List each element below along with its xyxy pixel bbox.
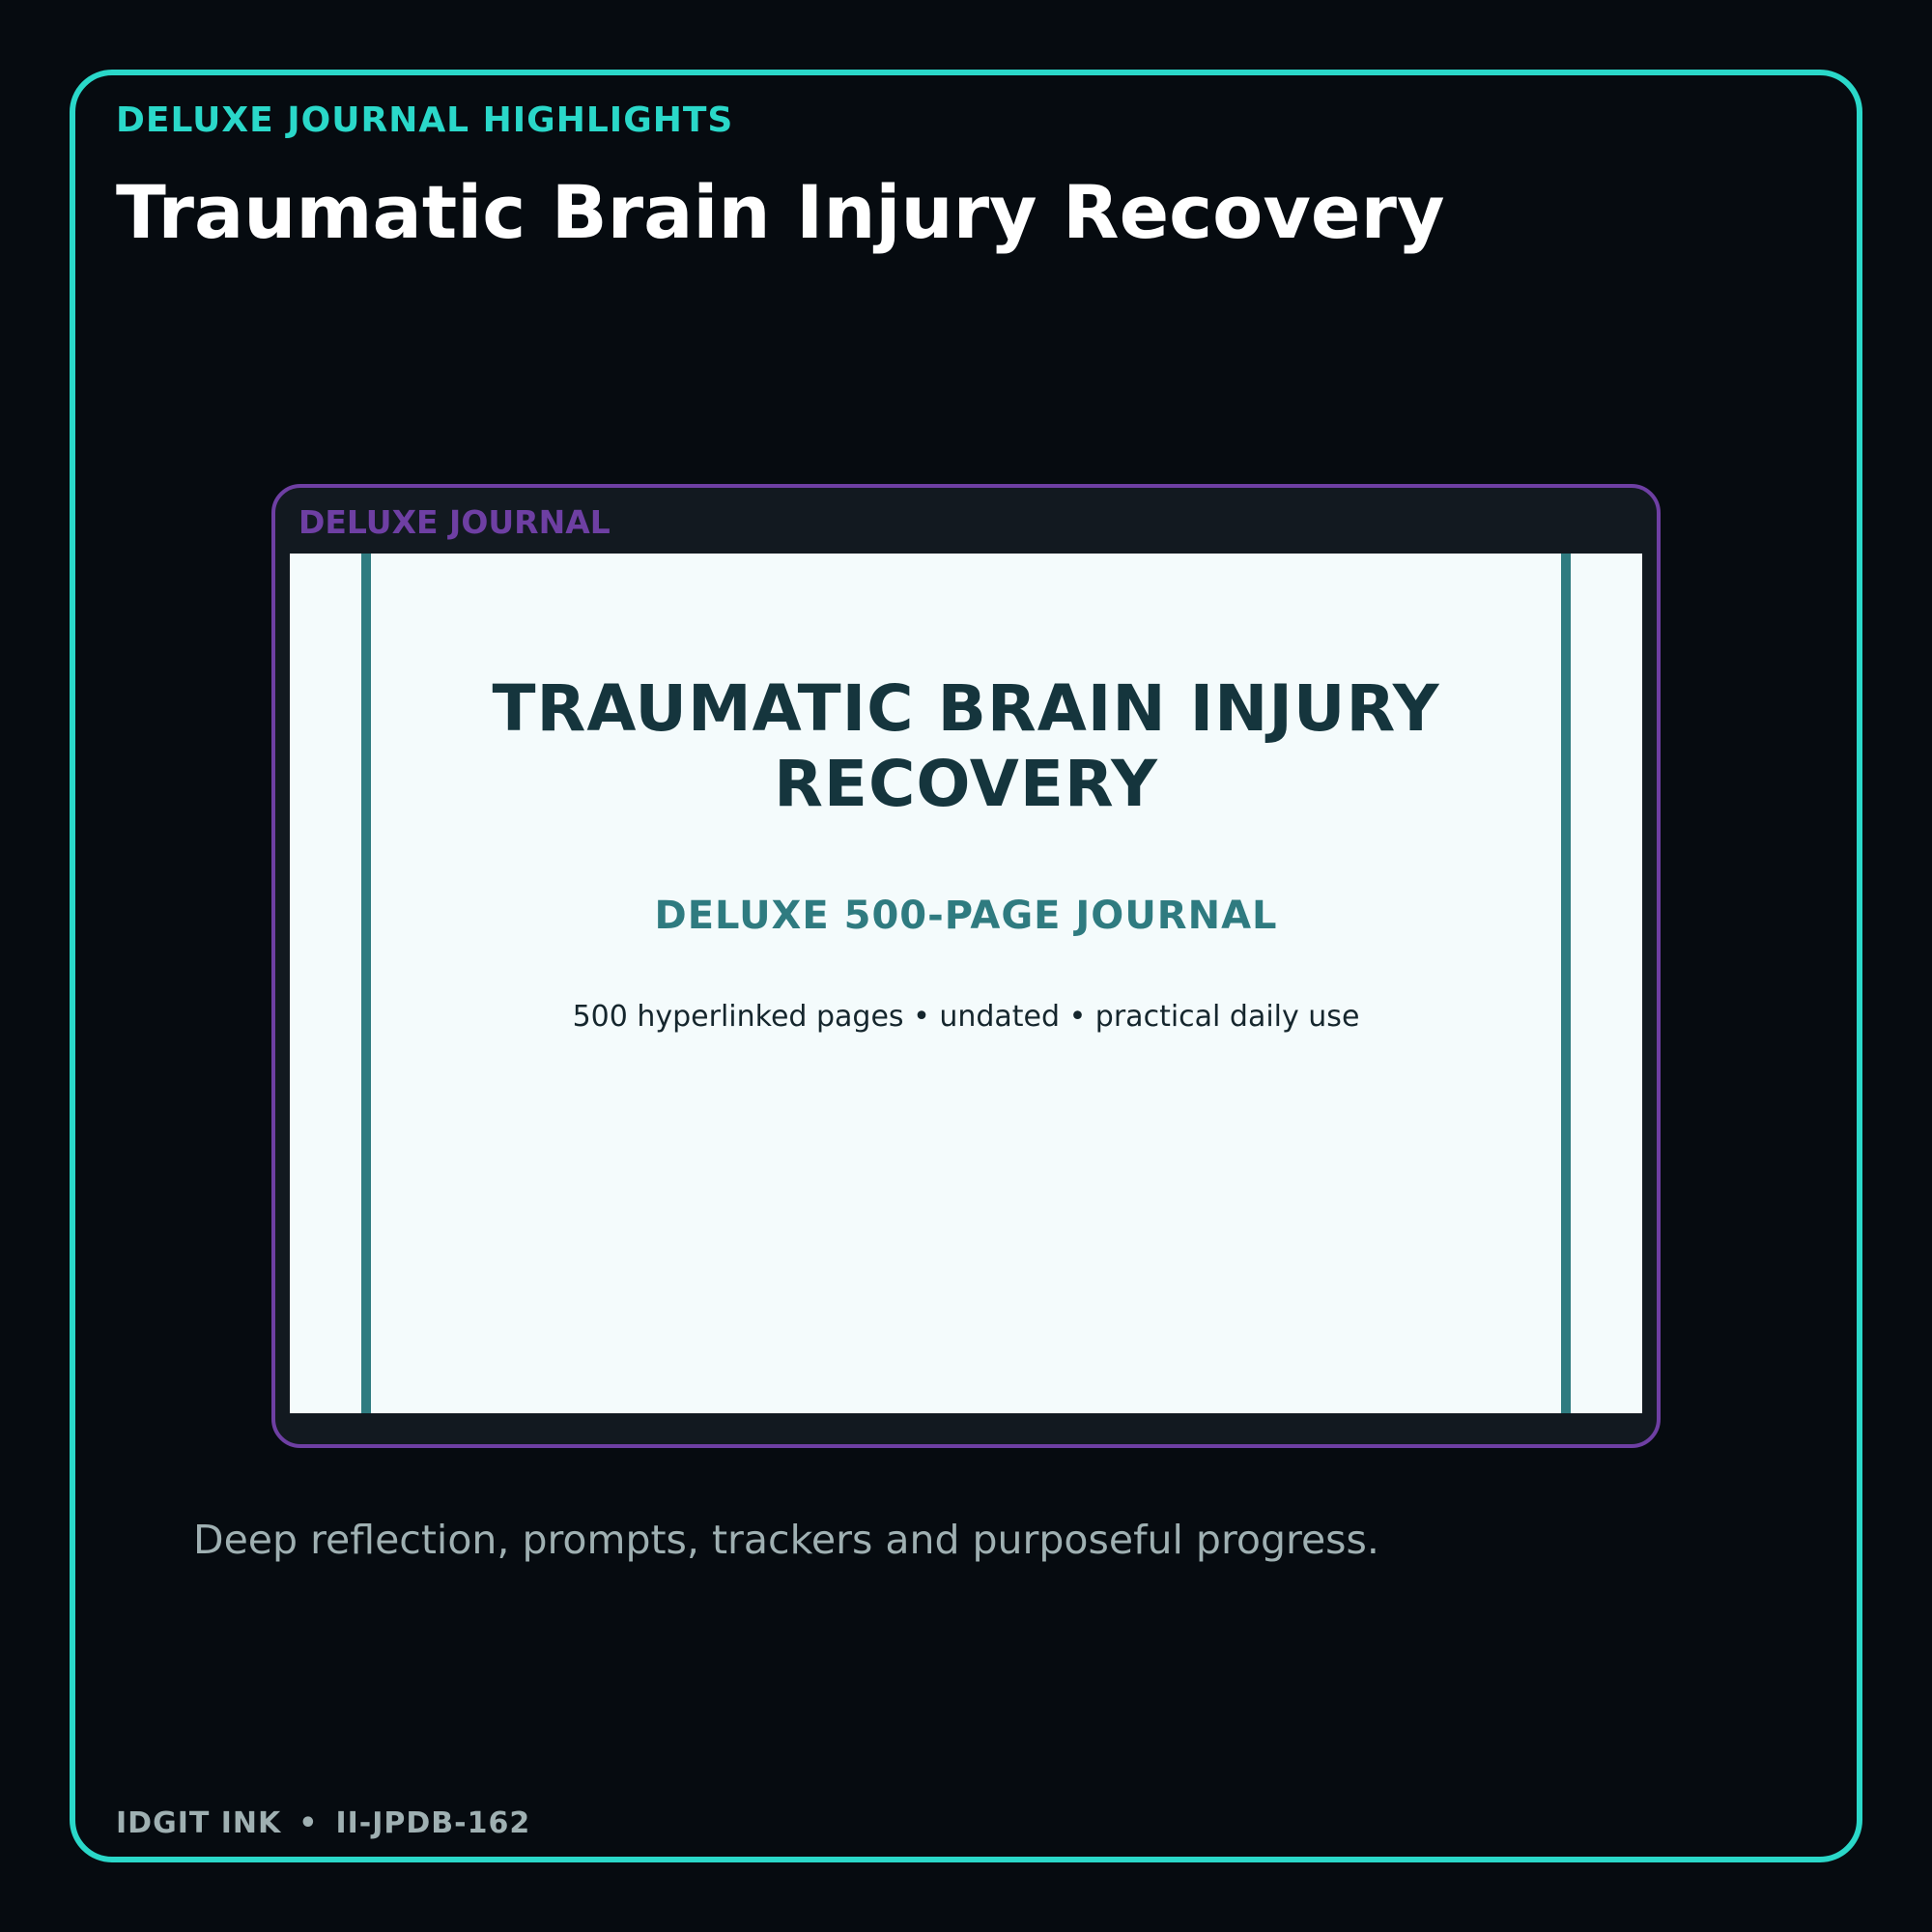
- footer-separator: •: [298, 1806, 319, 1840]
- page-left-rule: [361, 554, 371, 1413]
- journal-preview-card: DELUXE JOURNAL TRAUMATIC BRAIN INJURY RE…: [271, 484, 1661, 1448]
- journal-cover-title: TRAUMATIC BRAIN INJURY RECOVERY: [492, 671, 1440, 821]
- page-right-rule: [1561, 554, 1571, 1413]
- footer-brand: IDGIT INK: [116, 1806, 282, 1840]
- footer: IDGIT INK • II-JPDB-162: [116, 1806, 530, 1840]
- section-eyebrow: DELUXE JOURNAL HIGHLIGHTS: [116, 100, 734, 140]
- journal-cover-page: TRAUMATIC BRAIN INJURY RECOVERY DELUXE 5…: [290, 554, 1642, 1413]
- footer-product-code: II-JPDB-162: [335, 1806, 531, 1840]
- preview-card-label: DELUXE JOURNAL: [298, 503, 611, 541]
- journal-cover-features: 500 hyperlinked pages • undated • practi…: [572, 1000, 1360, 1034]
- tagline: Deep reflection, prompts, trackers and p…: [193, 1517, 1379, 1563]
- page-title: Traumatic Brain Injury Recovery: [116, 169, 1445, 255]
- outer-frame: [70, 70, 1862, 1862]
- journal-cover-subtitle: DELUXE 500-PAGE JOURNAL: [654, 894, 1278, 938]
